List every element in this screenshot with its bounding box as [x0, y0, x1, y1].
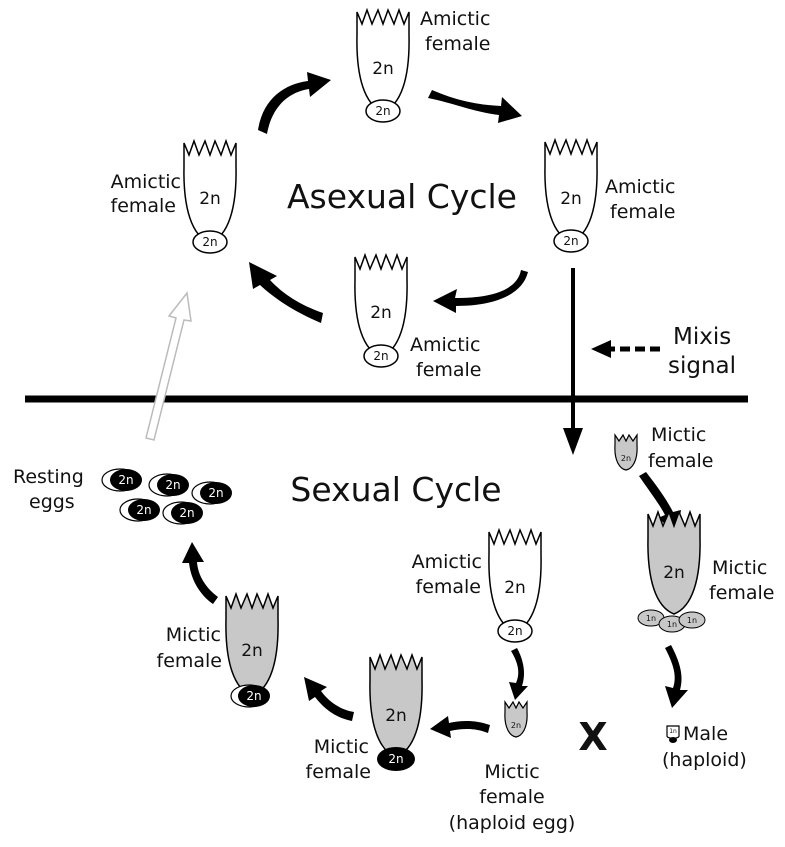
label-mictic-small: Mictic: [651, 424, 706, 446]
label-mictic-left: Mictic: [166, 624, 221, 646]
mixis-signal-arrow: [591, 340, 660, 358]
mictic-female-haploid-egg: 2n: [504, 701, 528, 738]
svg-text:2n: 2n: [118, 473, 133, 487]
amictic-female-sexual: 2n 2n: [488, 529, 542, 643]
label-mictic-big: Mictic: [712, 557, 767, 579]
amictic-female-bottom: 2n 2n: [354, 254, 408, 368]
svg-text:2n: 2n: [375, 104, 390, 118]
arrow-to-resting-eggs: [182, 542, 218, 604]
label-mictic-haploid-3: (haploid egg): [449, 812, 576, 834]
resting-egg: 2n: [162, 501, 203, 525]
svg-text:2n: 2n: [199, 189, 221, 209]
label-amictic-left-2: female: [111, 195, 177, 217]
svg-text:2n: 2n: [560, 189, 582, 209]
label-amictic-sexual: Amictic: [412, 551, 482, 573]
svg-text:2n: 2n: [372, 59, 394, 79]
amictic-female-top: 2n 2n: [356, 9, 410, 123]
mictic-female-left: 2n 2n: [225, 593, 279, 708]
resting-egg: 2n: [101, 468, 142, 492]
svg-text:2n: 2n: [507, 624, 522, 638]
amictic-female-left: 2n 2n: [183, 140, 237, 254]
resting-egg: 2n: [191, 481, 232, 505]
label-mictic-small-2: female: [648, 450, 714, 472]
label-amictic-right-2: female: [610, 201, 676, 223]
label-mixis-2: signal: [668, 353, 736, 379]
male-rotifer: 1n: [666, 725, 680, 743]
cross-symbol: X: [578, 715, 607, 759]
mictic-female-big: 2n: [647, 511, 701, 615]
mictic-female-small: 2n: [614, 434, 638, 471]
arrow-bottom-to-left: [249, 262, 323, 323]
mictic-female-fertilized: 2n 2n: [369, 654, 423, 771]
svg-text:2n: 2n: [165, 478, 180, 492]
svg-text:2n: 2n: [208, 486, 223, 500]
label-amictic-top: Amictic: [420, 8, 490, 30]
svg-text:2n: 2n: [511, 721, 521, 730]
arrow-right-to-bottom: [433, 270, 528, 313]
label-mictic-fert: Mictic: [314, 736, 369, 758]
svg-text:1n: 1n: [687, 616, 697, 625]
label-male-2: (haploid): [662, 749, 747, 771]
arrow-to-mictic-haploid: [509, 648, 528, 700]
svg-text:2n: 2n: [246, 689, 261, 703]
svg-text:2n: 2n: [663, 563, 685, 583]
svg-text:2n: 2n: [241, 641, 263, 661]
label-mictic-big-2: female: [709, 582, 775, 604]
resting-eggs-cluster: 2n 2n 2n 2n 2n: [101, 468, 232, 525]
svg-text:2n: 2n: [504, 578, 526, 598]
svg-text:2n: 2n: [179, 506, 194, 520]
svg-text:2n: 2n: [563, 234, 578, 248]
label-amictic-right: Amictic: [605, 176, 675, 198]
svg-text:2n: 2n: [202, 235, 217, 249]
svg-text:2n: 2n: [370, 303, 392, 323]
svg-text:1n: 1n: [646, 614, 656, 623]
svg-text:1n: 1n: [667, 620, 677, 629]
sexual-cycle-title: Sexual Cycle: [290, 470, 501, 509]
label-amictic-left: Amictic: [111, 171, 181, 193]
label-amictic-sexual-2: female: [416, 576, 482, 598]
hatching-return-arrow: [145, 291, 192, 441]
label-amictic-top-2: female: [425, 33, 491, 55]
arrow-to-male: [665, 645, 688, 708]
asexual-cycle-arrows: [249, 72, 528, 323]
label-resting-2: eggs: [29, 491, 75, 513]
arrow-top-to-right: [428, 90, 522, 123]
svg-text:2n: 2n: [388, 752, 403, 766]
resting-egg: 2n: [119, 498, 160, 522]
label-mictic-haploid: Mictic: [484, 761, 539, 783]
haploid-eggs-cluster: 1n 1n 1n: [637, 609, 706, 633]
amictic-female-right: 2n 2n: [544, 139, 598, 253]
label-resting: Resting: [13, 466, 84, 488]
arrow-left-to-top: [258, 72, 331, 134]
arrow-to-left-mictic: [304, 677, 354, 721]
label-mixis: Mixis: [673, 324, 731, 350]
label-mictic-haploid-2: female: [479, 786, 545, 808]
label-mictic-left-2: female: [157, 650, 223, 672]
label-amictic-bottom: Amictic: [410, 334, 480, 356]
resting-egg: 2n: [148, 473, 189, 497]
label-mictic-fert-2: female: [306, 761, 372, 783]
arrow-to-fertilized: [430, 716, 490, 738]
asexual-cycle-title: Asexual Cycle: [287, 177, 517, 216]
svg-text:2n: 2n: [385, 706, 407, 726]
svg-text:2n: 2n: [621, 454, 631, 463]
mixis-pathway-arrow: [563, 268, 583, 455]
svg-text:2n: 2n: [136, 503, 151, 517]
svg-text:2n: 2n: [373, 349, 388, 363]
svg-text:1n: 1n: [669, 728, 677, 735]
label-male: Male: [683, 723, 728, 745]
label-amictic-bottom-2: female: [416, 359, 482, 381]
